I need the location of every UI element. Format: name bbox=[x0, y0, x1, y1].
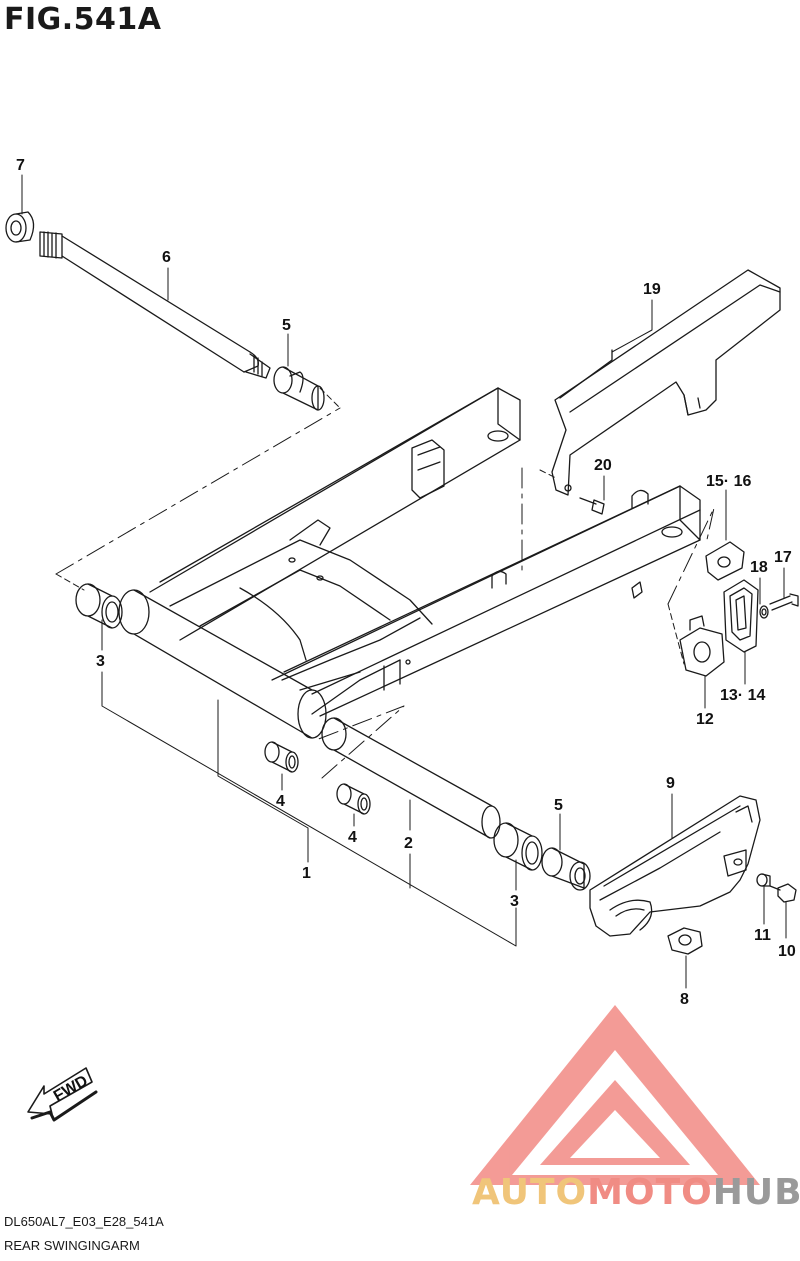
part-5-bushing-top bbox=[273, 366, 325, 411]
part-15-16-washer bbox=[705, 541, 745, 581]
leader-lines bbox=[21, 174, 787, 989]
callout-2: 2 bbox=[404, 835, 413, 852]
callout-9: 9 bbox=[666, 775, 675, 792]
part-18-washer bbox=[759, 605, 769, 619]
part-11-collar bbox=[756, 873, 771, 887]
part-17-bolt bbox=[769, 593, 799, 611]
figure-code: DL650AL7_E03_E28_541A bbox=[4, 1214, 164, 1229]
part-20-bolt bbox=[579, 497, 605, 515]
part-1-swingarm bbox=[118, 387, 701, 739]
part-10-bolt bbox=[769, 883, 797, 903]
callout-13-14: 13· 14 bbox=[720, 687, 765, 704]
part-5-bushing-lower bbox=[541, 847, 591, 891]
forward-arrow bbox=[27, 1067, 98, 1122]
callout-5-top: 5 bbox=[282, 317, 291, 334]
callout-3-left: 3 bbox=[96, 653, 105, 670]
callout-1: 1 bbox=[302, 865, 311, 882]
callout-6: 6 bbox=[162, 249, 171, 266]
callout-11: 11 bbox=[754, 927, 771, 944]
watermark-logo bbox=[470, 1005, 760, 1185]
part-19-chain-guard bbox=[551, 269, 781, 496]
watermark-auto: AUTO bbox=[472, 1172, 588, 1213]
figure-title: FIG.541A bbox=[4, 2, 162, 37]
watermark-hub: HUB bbox=[712, 1172, 800, 1213]
part-3-bearing-left bbox=[75, 583, 123, 629]
callout-8: 8 bbox=[680, 991, 689, 1008]
part-13-14-adjuster-plate bbox=[723, 579, 759, 653]
watermark-moto: MOTO bbox=[587, 1172, 713, 1213]
part-8-nut bbox=[667, 927, 703, 955]
callout-20: 20 bbox=[594, 457, 612, 474]
callout-19: 19 bbox=[643, 281, 661, 298]
part-2-spacer-tube bbox=[321, 717, 501, 839]
part-3-bearing-right bbox=[493, 822, 543, 871]
part-12-adjuster bbox=[679, 615, 725, 677]
callout-15-16: 15· 16 bbox=[706, 473, 751, 490]
part-7-pivot-nut bbox=[5, 211, 35, 243]
watermark-text: AUTOMOTOHUB bbox=[472, 1172, 800, 1213]
part-4-bearing-lower bbox=[336, 783, 371, 815]
callout-3-right: 3 bbox=[510, 893, 519, 910]
callout-12: 12 bbox=[696, 711, 714, 728]
callout-numbers: 7 6 5 19 20 15· 16 17 18 13· 14 12 3 4 4… bbox=[16, 157, 796, 1008]
callout-4-upper: 4 bbox=[276, 793, 285, 810]
callout-10: 10 bbox=[778, 943, 796, 960]
figure-description: REAR SWINGINGARM bbox=[4, 1238, 140, 1253]
part-9-chain-case bbox=[589, 795, 761, 937]
callout-18: 18 bbox=[750, 559, 768, 576]
part-6-pivot-shaft bbox=[39, 231, 271, 379]
part-4-bearing-upper bbox=[264, 741, 299, 773]
callout-5-lower: 5 bbox=[554, 797, 563, 814]
callout-17: 17 bbox=[774, 549, 792, 566]
callout-4-lower: 4 bbox=[348, 829, 357, 846]
callout-7: 7 bbox=[16, 157, 25, 174]
